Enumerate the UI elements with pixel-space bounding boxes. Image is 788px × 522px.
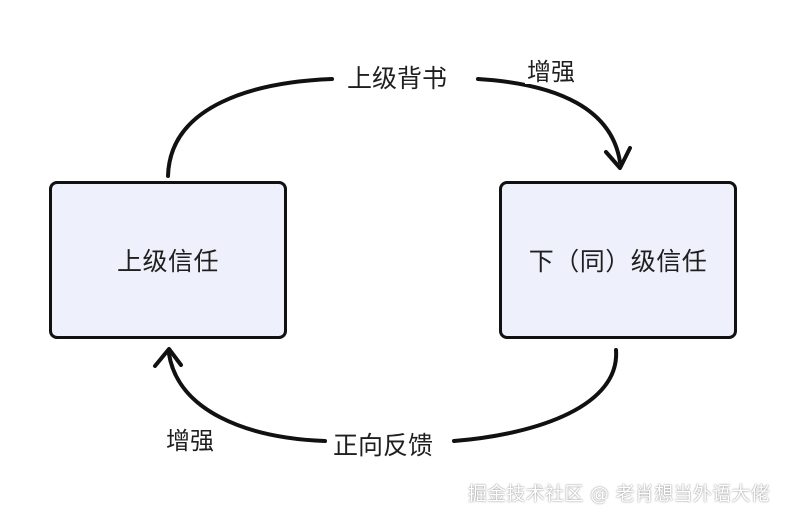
edge-label-top: 上级背书 — [345, 64, 450, 93]
top-arrowhead — [604, 146, 632, 170]
node-peer-trust-label: 下（同）级信任 — [528, 247, 708, 276]
top-connector-arrow-path — [476, 77, 622, 164]
top-connector-path — [166, 77, 334, 178]
watermark-text: 掘金技术社区 @ 老肖想当外语大佬 — [467, 483, 770, 505]
edge-label-bottom: 正向反馈 — [331, 431, 436, 460]
node-upper-trust: 上级信任 — [49, 181, 287, 339]
node-peer-trust: 下（同）级信任 — [499, 181, 737, 339]
bottom-connector-arrow-path — [167, 352, 327, 443]
edge-side-label-top: 增强 — [525, 58, 577, 86]
bottom-arrowhead — [153, 347, 183, 368]
edge-side-label-bottom: 增强 — [164, 427, 216, 455]
node-upper-trust-label: 上级信任 — [116, 247, 219, 276]
bottom-connector-path — [452, 348, 619, 443]
